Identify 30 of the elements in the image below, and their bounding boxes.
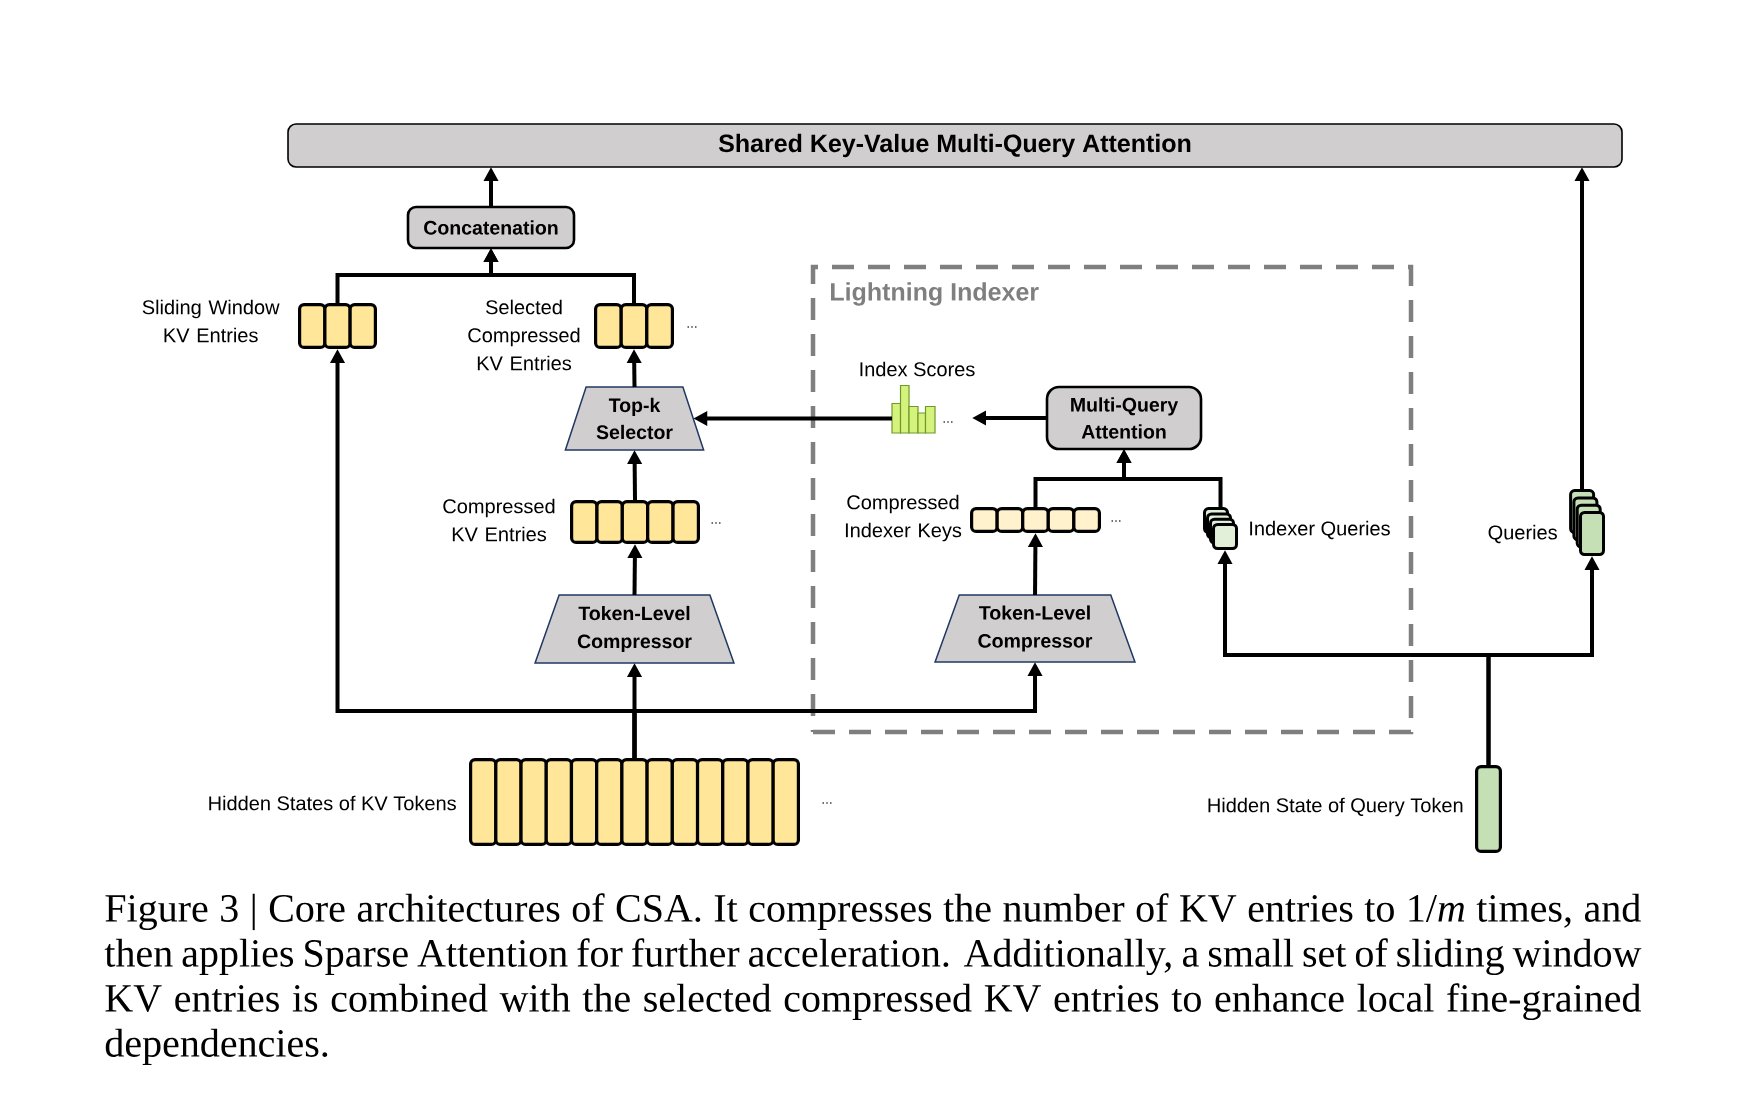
caption: Figure 3 | Core architectures of CSA. It compresses the number of KV entries to 1/m times, and then applies Sparse Attention for further acceleration. Additionally, a small set of sliding window KV entries is combined with the selected compressed KV entries to enhance local fine-grained dependencies. bbox=[104, 893, 1642, 1065]
token-cell bbox=[1475, 765, 1502, 853]
node-label: Hidden State of Query Token bbox=[1208, 797, 1463, 817]
trapezoid-block: Top-k Selector bbox=[564, 386, 705, 451]
trapezoid-block: Token-Level Compressor bbox=[534, 594, 735, 664]
token-strip bbox=[298, 303, 377, 349]
node-label: Hidden States of KV Tokens bbox=[209, 795, 456, 811]
process-box: Shared Key-Value Multi-Query Attention bbox=[287, 123, 1623, 168]
token-strip bbox=[570, 500, 700, 544]
ellipsis: … bbox=[943, 421, 953, 423]
node-label: Sliding Window KV Entries bbox=[142, 299, 280, 343]
ellipsis: … bbox=[822, 802, 832, 804]
ellipsis: … bbox=[711, 522, 721, 524]
trapezoid-block: Token-Level Compressor bbox=[934, 594, 1136, 663]
node-label: Queries bbox=[1488, 524, 1557, 544]
process-box: Multi-Query Attention bbox=[1045, 385, 1203, 451]
token-strip bbox=[469, 758, 800, 846]
bar-chart-icon bbox=[891, 384, 936, 434]
ellipsis: … bbox=[1111, 520, 1121, 522]
node-label: Compressed Indexer Keys bbox=[845, 494, 962, 542]
token-strip bbox=[970, 507, 1101, 533]
node-label: Compressed KV Entries bbox=[443, 498, 555, 542]
token-stack-icon bbox=[1569, 489, 1605, 556]
token-stack-icon bbox=[1203, 507, 1238, 550]
token-strip bbox=[594, 303, 674, 349]
node-label: Selected Compressed KV Entries bbox=[468, 299, 580, 371]
node-label: Index Scores bbox=[860, 361, 975, 377]
ellipsis: … bbox=[687, 326, 697, 328]
process-box: Concatenation bbox=[406, 205, 576, 250]
node-label: Indexer Queries bbox=[1250, 520, 1390, 540]
